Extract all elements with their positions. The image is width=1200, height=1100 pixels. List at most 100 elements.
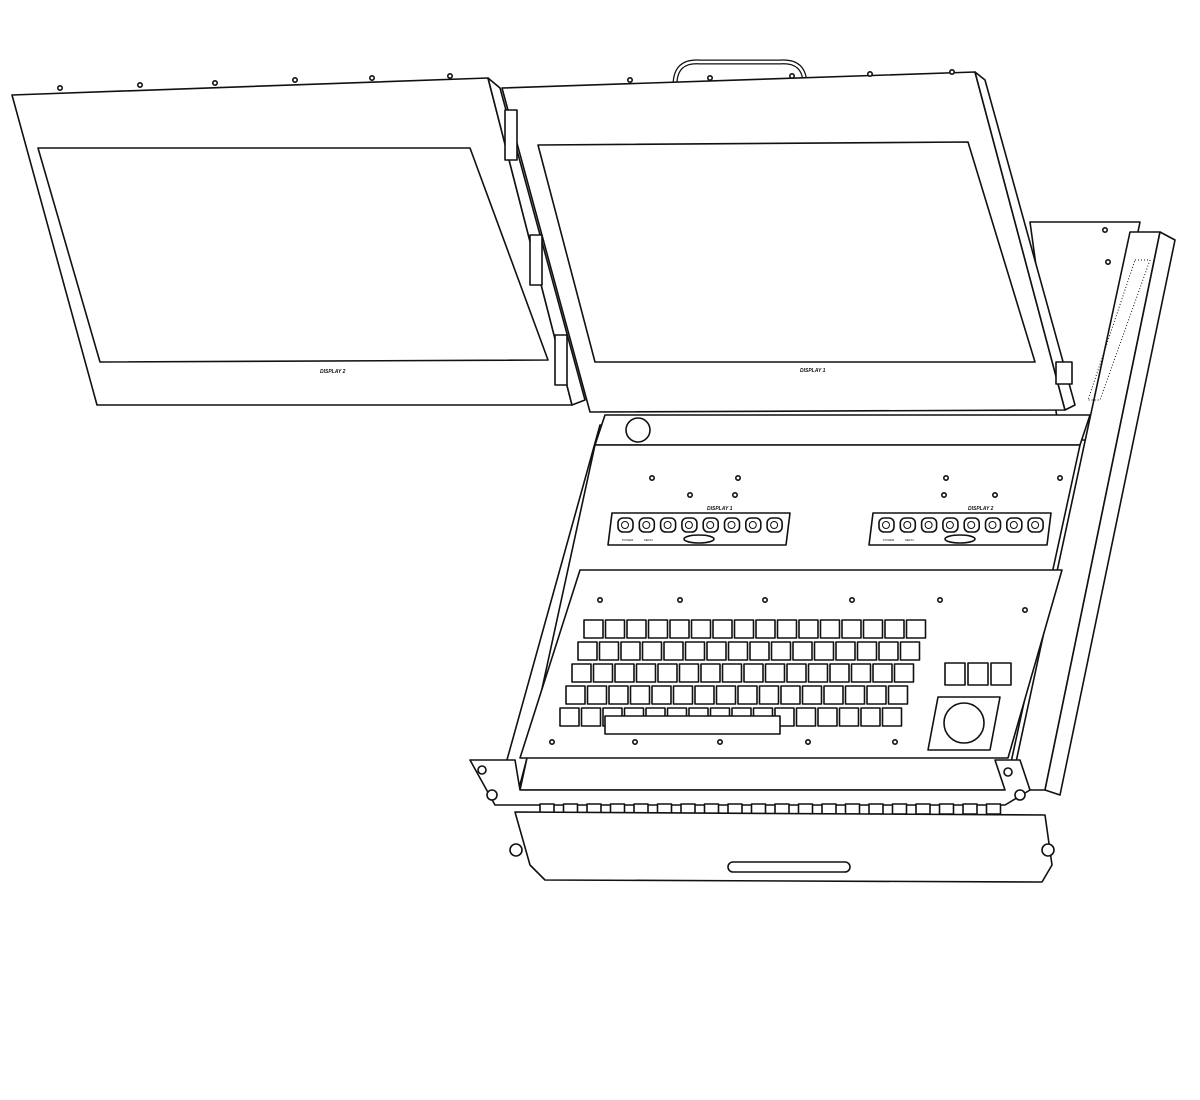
- key[interactable]: [813, 641, 835, 661]
- plus-icon: [988, 521, 997, 529]
- key[interactable]: [669, 619, 690, 639]
- key[interactable]: [620, 641, 641, 661]
- key[interactable]: [712, 619, 733, 639]
- power-button[interactable]: [617, 517, 634, 533]
- key[interactable]: [866, 685, 887, 705]
- menu-icon: [642, 521, 651, 529]
- key[interactable]: [881, 707, 903, 727]
- key[interactable]: [807, 663, 829, 683]
- key[interactable]: [733, 619, 755, 639]
- key[interactable]: [706, 641, 727, 661]
- key[interactable]: [743, 663, 764, 683]
- key[interactable]: [860, 707, 881, 727]
- key[interactable]: [694, 685, 715, 705]
- key[interactable]: [629, 685, 651, 705]
- key[interactable]: [727, 641, 749, 661]
- key[interactable]: [690, 619, 712, 639]
- key[interactable]: [905, 619, 927, 639]
- key[interactable]: [663, 641, 684, 661]
- key[interactable]: [598, 641, 620, 661]
- key[interactable]: [792, 641, 813, 661]
- key[interactable]: [844, 685, 866, 705]
- hinge-knob: [625, 417, 651, 443]
- key[interactable]: [770, 641, 792, 661]
- key[interactable]: [850, 663, 872, 683]
- key[interactable]: [801, 685, 823, 705]
- power-button[interactable]: [878, 517, 895, 533]
- cover-handle[interactable]: [727, 861, 851, 873]
- key[interactable]: [817, 707, 838, 727]
- key[interactable]: [862, 619, 884, 639]
- key[interactable]: [592, 663, 614, 683]
- key[interactable]: [798, 619, 819, 639]
- up-button[interactable]: [942, 517, 959, 533]
- key[interactable]: [604, 619, 626, 639]
- key[interactable]: [647, 619, 669, 639]
- key[interactable]: [829, 663, 850, 683]
- down-button[interactable]: [920, 517, 938, 533]
- up-button[interactable]: [681, 517, 698, 533]
- key[interactable]: [856, 641, 878, 661]
- minus-button[interactable]: [702, 517, 720, 533]
- key[interactable]: [577, 641, 598, 661]
- key[interactable]: [758, 685, 780, 705]
- indicator-leds: [683, 534, 715, 544]
- button-caption: MENU: [644, 538, 653, 542]
- trackball[interactable]: [927, 696, 1001, 751]
- key[interactable]: [678, 663, 700, 683]
- key[interactable]: [887, 685, 909, 705]
- menu-button[interactable]: [899, 517, 917, 533]
- key[interactable]: [878, 641, 899, 661]
- screen-display-2: [37, 147, 549, 363]
- key[interactable]: [635, 663, 657, 683]
- key[interactable]: [715, 685, 737, 705]
- key[interactable]: [749, 641, 770, 661]
- key[interactable]: [565, 685, 586, 705]
- brightness-button[interactable]: [744, 517, 762, 533]
- key[interactable]: [899, 641, 921, 661]
- key[interactable]: [776, 619, 798, 639]
- key[interactable]: [608, 685, 629, 705]
- key[interactable]: [764, 663, 786, 683]
- key[interactable]: [586, 685, 608, 705]
- hinge-bar: [594, 414, 1091, 446]
- bracket-screws: [477, 765, 1026, 801]
- key[interactable]: [641, 641, 663, 661]
- key[interactable]: [651, 685, 672, 705]
- key[interactable]: [755, 619, 776, 639]
- key[interactable]: [884, 619, 905, 639]
- key[interactable]: [737, 685, 758, 705]
- key[interactable]: [780, 685, 801, 705]
- key[interactable]: [614, 663, 635, 683]
- key[interactable]: [835, 641, 856, 661]
- key[interactable]: [721, 663, 743, 683]
- key[interactable]: [583, 619, 604, 639]
- contrast-button[interactable]: [1027, 517, 1044, 533]
- key[interactable]: [838, 707, 860, 727]
- space-bar[interactable]: [604, 715, 781, 735]
- plus-button[interactable]: [984, 517, 1002, 533]
- key[interactable]: [684, 641, 706, 661]
- down-button[interactable]: [659, 517, 677, 533]
- key[interactable]: [841, 619, 862, 639]
- key[interactable]: [571, 663, 592, 683]
- key[interactable]: [672, 685, 694, 705]
- key[interactable]: [893, 663, 915, 683]
- menu-button[interactable]: [638, 517, 656, 533]
- key[interactable]: [626, 619, 647, 639]
- power-icon: [882, 521, 890, 529]
- contrast-button[interactable]: [766, 517, 783, 533]
- key[interactable]: [580, 707, 602, 727]
- key[interactable]: [823, 685, 844, 705]
- brightness-button[interactable]: [1005, 517, 1023, 533]
- minus-button[interactable]: [963, 517, 981, 533]
- plus-button[interactable]: [723, 517, 741, 533]
- key[interactable]: [795, 707, 817, 727]
- key[interactable]: [700, 663, 721, 683]
- key[interactable]: [819, 619, 841, 639]
- key[interactable]: [559, 707, 580, 727]
- key[interactable]: [786, 663, 807, 683]
- key[interactable]: [872, 663, 893, 683]
- key[interactable]: [657, 663, 678, 683]
